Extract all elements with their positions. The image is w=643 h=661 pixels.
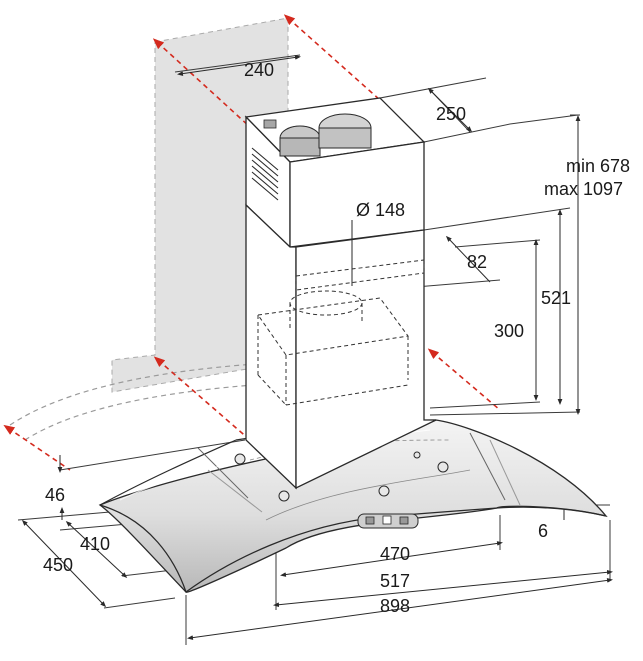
dim-wall-width-240: 240 <box>244 60 275 80</box>
dim-width-mid-517: 517 <box>380 571 411 591</box>
vent-slots <box>251 147 279 201</box>
red-dimension-arrows <box>3 14 501 471</box>
dim-height-min: min 678 <box>566 156 631 176</box>
dim-chimney-depth-250: 250 <box>436 104 467 124</box>
dim-width-inner-470: 470 <box>380 544 411 564</box>
dim-depth-total-450: 450 <box>43 555 74 575</box>
dim-body-height-521: 521 <box>541 288 572 308</box>
dim-glass-offset-46: 46 <box>45 485 66 505</box>
dim-duct-diameter: Ø 148 <box>356 200 406 220</box>
dim-width-total-898: 898 <box>380 596 411 616</box>
chimney <box>244 97 437 490</box>
extension-lines <box>17 54 611 645</box>
hidden-duct <box>257 259 425 406</box>
dim-glass-thickness-6: 6 <box>538 521 549 541</box>
motor-fan <box>263 113 372 157</box>
control-panel <box>357 513 419 529</box>
dim-duct-offset-82: 82 <box>467 252 488 272</box>
dim-depth-inner-410: 410 <box>80 534 111 554</box>
dim-outlet-height-300: 300 <box>494 321 525 341</box>
dim-height-max: max 1097 <box>544 179 624 199</box>
lamps <box>234 451 449 502</box>
